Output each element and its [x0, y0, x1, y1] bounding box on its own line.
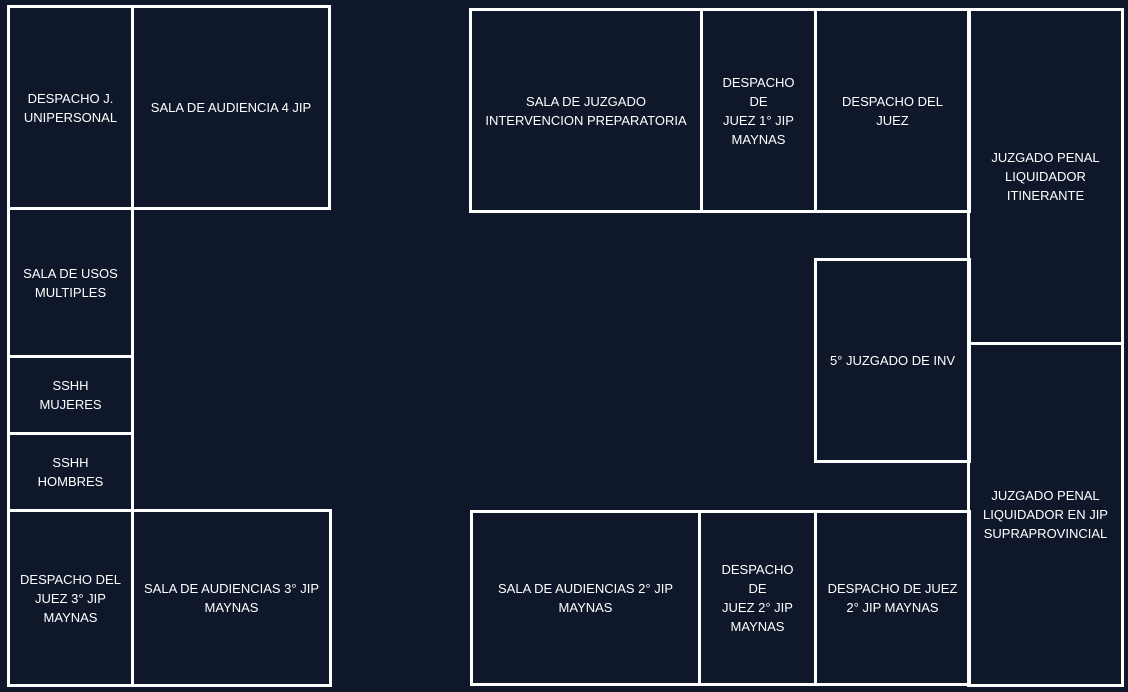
room-despacho-juez-2-jip-a[interactable]: DESPACHO DE JUEZ 2° JIP MAYNAS: [698, 510, 817, 686]
room-label: DESPACHO DE JUEZ 2° JIP MAYNAS: [827, 581, 958, 615]
room-label: JUZGADO PENAL LIQUIDADOR EN JIP SUPRAPRO…: [983, 488, 1108, 541]
room-sala-usos-multiples[interactable]: SALA DE USOS MULTIPLES: [7, 207, 134, 358]
room-label: SALA DE USOS MULTIPLES: [23, 265, 118, 300]
room-despacho-del-juez[interactable]: DESPACHO DEL JUEZ: [814, 8, 971, 213]
room-label: DESPACHO DEL JUEZ 3° JIP MAYNAS: [20, 571, 121, 625]
room-sala-audiencias-3-jip[interactable]: SALA DE AUDIENCIAS 3° JIP MAYNAS: [131, 509, 332, 687]
room-despacho-j-unipersonal[interactable]: DESPACHO J. UNIPERSONAL: [7, 5, 134, 210]
room-label: JUZGADO PENAL LIQUIDADOR ITINERANTE: [991, 150, 1100, 203]
room-label: SALA DE AUDIENCIAS 2° JIP MAYNAS: [498, 581, 673, 615]
room-despacho-juez-3-jip[interactable]: DESPACHO DEL JUEZ 3° JIP MAYNAS: [7, 509, 134, 687]
room-label: SALA DE AUDIENCIAS 3° JIP MAYNAS: [144, 581, 319, 615]
room-sshh-mujeres[interactable]: SSHH MUJERES: [7, 355, 134, 435]
room-label: SALA DE JUZGADO INTERVENCION PREPARATORI…: [485, 93, 687, 128]
room-label: SSHH MUJERES: [39, 378, 102, 412]
room-label: DESPACHO DEL JUEZ: [842, 93, 943, 128]
room-label: DESPACHO J. UNIPERSONAL: [23, 90, 118, 125]
room-sala-audiencias-2-jip[interactable]: SALA DE AUDIENCIAS 2° JIP MAYNAS: [470, 510, 701, 686]
room-despacho-juez-1-jip[interactable]: DESPACHO DE JUEZ 1° JIP MAYNAS: [700, 8, 817, 213]
room-label: 5° JUZGADO DE INV: [829, 353, 956, 368]
room-sala-juzgado-ip[interactable]: SALA DE JUZGADO INTERVENCION PREPARATORI…: [469, 8, 703, 213]
room-quinto-juzgado-inv[interactable]: 5° JUZGADO DE INV: [814, 258, 971, 463]
room-label: SSHH HOMBRES: [37, 455, 104, 489]
room-sala-audiencia-4-jip[interactable]: SALA DE AUDIENCIA 4 JIP: [131, 5, 331, 210]
room-label: DESPACHO DE JUEZ 1° JIP MAYNAS: [722, 74, 795, 147]
room-label: SALA DE AUDIENCIA 4 JIP: [150, 100, 312, 115]
room-despacho-juez-2-jip-b[interactable]: DESPACHO DE JUEZ 2° JIP MAYNAS: [814, 510, 971, 686]
room-juzgado-penal-liquidador-itinerante[interactable]: JUZGADO PENAL LIQUIDADOR ITINERANTE: [967, 8, 1124, 345]
room-label: DESPACHO DE JUEZ 2° JIP MAYNAS: [721, 562, 794, 634]
room-sshh-hombres[interactable]: SSHH HOMBRES: [7, 432, 134, 512]
room-juzgado-penal-liquidador-supraprovincial[interactable]: JUZGADO PENAL LIQUIDADOR EN JIP SUPRAPRO…: [967, 342, 1124, 687]
